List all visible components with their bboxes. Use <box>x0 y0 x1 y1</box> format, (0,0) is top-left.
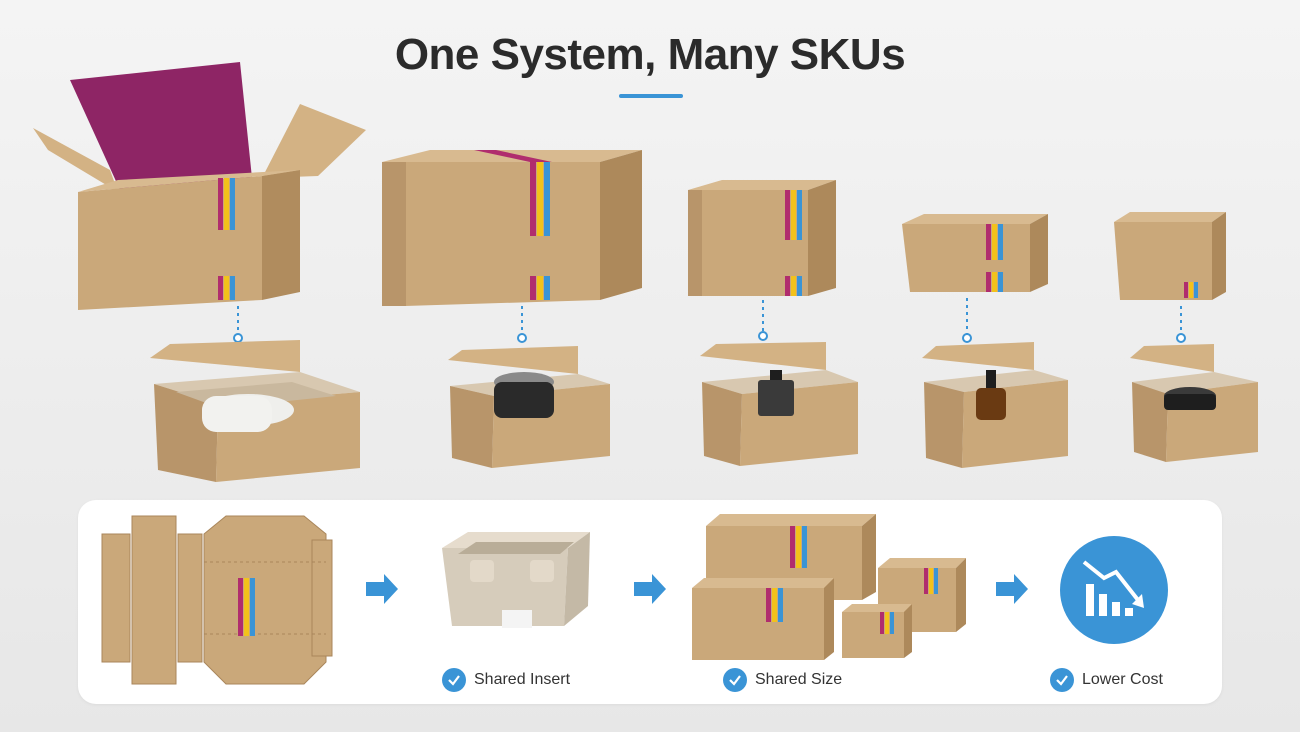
benefit-lower-cost: Lower Cost <box>1050 668 1163 692</box>
black-bottle-product <box>758 380 794 416</box>
check-circle-icon <box>442 668 466 692</box>
benefit-shared-size: Shared Size <box>723 668 842 692</box>
arrow-right-icon <box>366 574 398 604</box>
arrow-right-icon <box>634 574 666 604</box>
black-tin-product <box>1164 394 1216 410</box>
open-shipping-box <box>33 62 366 310</box>
mailer-box-cylinder <box>150 340 360 482</box>
mailer-box-tin <box>1130 344 1258 462</box>
pulp-insert-tray <box>442 532 590 628</box>
arrow-right-icon <box>996 574 1028 604</box>
page-title: One System, Many SKUs <box>394 30 906 79</box>
mailer-box-dropper <box>922 342 1068 468</box>
check-circle-icon <box>723 668 747 692</box>
mailer-box-jar <box>448 346 610 468</box>
black-jar-product <box>494 382 554 418</box>
benefit-label: Shared Insert <box>474 671 571 688</box>
check-circle-icon <box>1050 668 1074 692</box>
amber-dropper-bottle-product <box>976 388 1006 420</box>
flat-box-dieline <box>101 515 333 685</box>
connector-lines <box>237 298 1182 334</box>
benefit-label: Shared Size <box>755 671 843 688</box>
title-underline <box>619 94 683 98</box>
mailer-box-bottle <box>700 342 858 466</box>
benefit-label: Lower Cost <box>1082 671 1163 688</box>
shipping-box-large <box>382 150 642 306</box>
stacked-boxes <box>692 514 966 660</box>
white-cylinder-product <box>202 396 272 432</box>
connector-dots <box>233 331 1186 343</box>
shipping-box-mini <box>1114 212 1226 300</box>
shipping-box-medium <box>688 180 836 296</box>
chart-down-trend-icon <box>1060 536 1168 644</box>
shipping-box-small <box>902 214 1048 292</box>
benefit-shared-insert: Shared Insert <box>442 668 570 692</box>
